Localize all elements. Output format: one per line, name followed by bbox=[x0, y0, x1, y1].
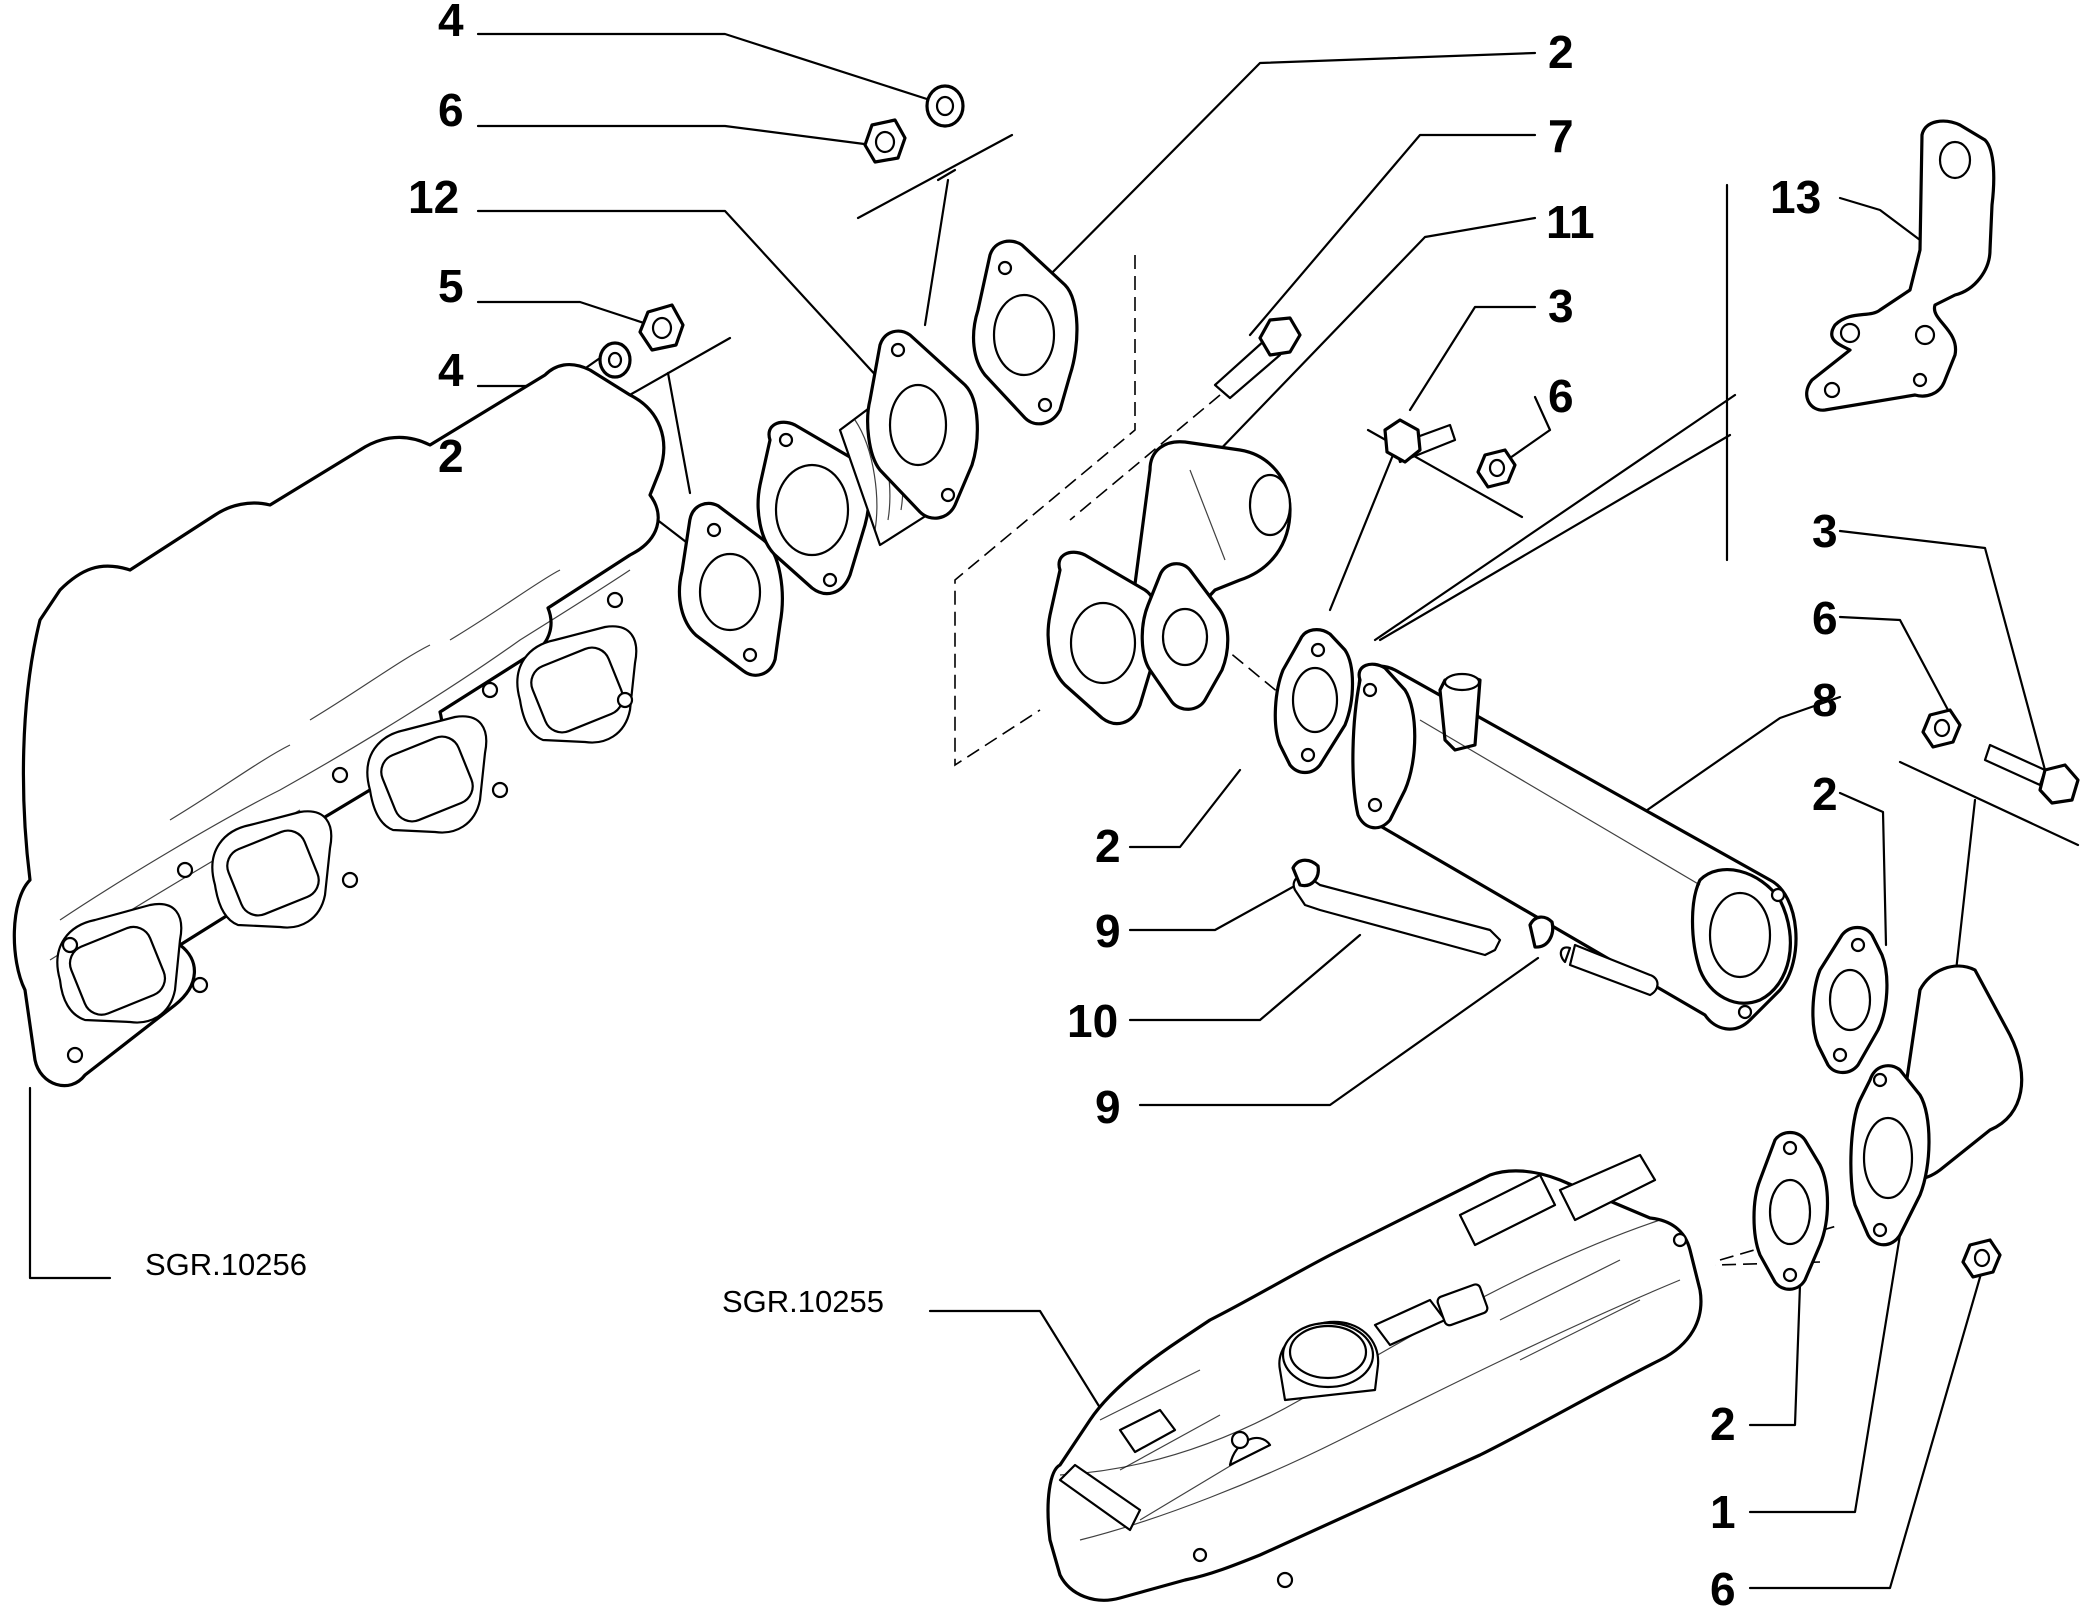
reference-labels: SGR.10256 SGR.10255 bbox=[145, 1247, 884, 1319]
gasket-2-right bbox=[1811, 925, 1889, 1075]
callout-6: 6 bbox=[1710, 1563, 1736, 1607]
callout-10: 10 bbox=[1067, 995, 1118, 1047]
callout-labels: 4 6 12 5 4 2 2 7 11 3 6 13 3 6 8 2 2 9 1… bbox=[408, 0, 1838, 1607]
callout-4: 4 bbox=[438, 344, 464, 396]
exhaust-manifold bbox=[12, 362, 666, 1088]
egr-valve-11 bbox=[1046, 440, 1292, 726]
callout-9: 9 bbox=[1095, 1081, 1121, 1133]
callout-2: 2 bbox=[1095, 820, 1121, 872]
callout-13: 13 bbox=[1770, 171, 1821, 223]
callout-7: 7 bbox=[1548, 110, 1574, 162]
reference-sgr-10256: SGR.10256 bbox=[145, 1247, 307, 1282]
callout-6: 6 bbox=[1548, 370, 1574, 422]
callout-11: 11 bbox=[1546, 196, 1595, 248]
callout-9: 9 bbox=[1095, 905, 1121, 957]
reference-sgr-10255: SGR.10255 bbox=[722, 1284, 884, 1319]
egr-cooler-8 bbox=[1351, 662, 1798, 1031]
callout-4: 4 bbox=[438, 0, 464, 46]
gasket-2-upper bbox=[971, 239, 1079, 426]
gasket-2-left bbox=[677, 501, 784, 677]
flex-pipe-12 bbox=[756, 329, 979, 596]
callout-5: 5 bbox=[438, 260, 464, 312]
callout-1: 1 bbox=[1710, 1486, 1736, 1538]
callout-3: 3 bbox=[1812, 505, 1838, 557]
callout-3: 3 bbox=[1548, 280, 1574, 332]
fasteners bbox=[598, 84, 2080, 1279]
elbow-pipe-1 bbox=[1849, 964, 2024, 1247]
callout-6: 6 bbox=[1812, 592, 1838, 644]
callout-6: 6 bbox=[438, 84, 464, 136]
callout-2: 2 bbox=[1812, 768, 1838, 820]
intake-manifold bbox=[1046, 1153, 1703, 1602]
bracket-13 bbox=[1805, 119, 1996, 412]
callout-12: 12 bbox=[408, 171, 459, 223]
callout-2: 2 bbox=[1548, 26, 1574, 78]
gasket-2-lower bbox=[1752, 1130, 1830, 1291]
callout-2: 2 bbox=[1710, 1398, 1736, 1450]
callout-2: 2 bbox=[438, 430, 464, 482]
hose-10-and-clamps-9 bbox=[1291, 858, 1659, 997]
callout-8: 8 bbox=[1812, 674, 1838, 726]
gasket-2-middle bbox=[1273, 628, 1355, 775]
